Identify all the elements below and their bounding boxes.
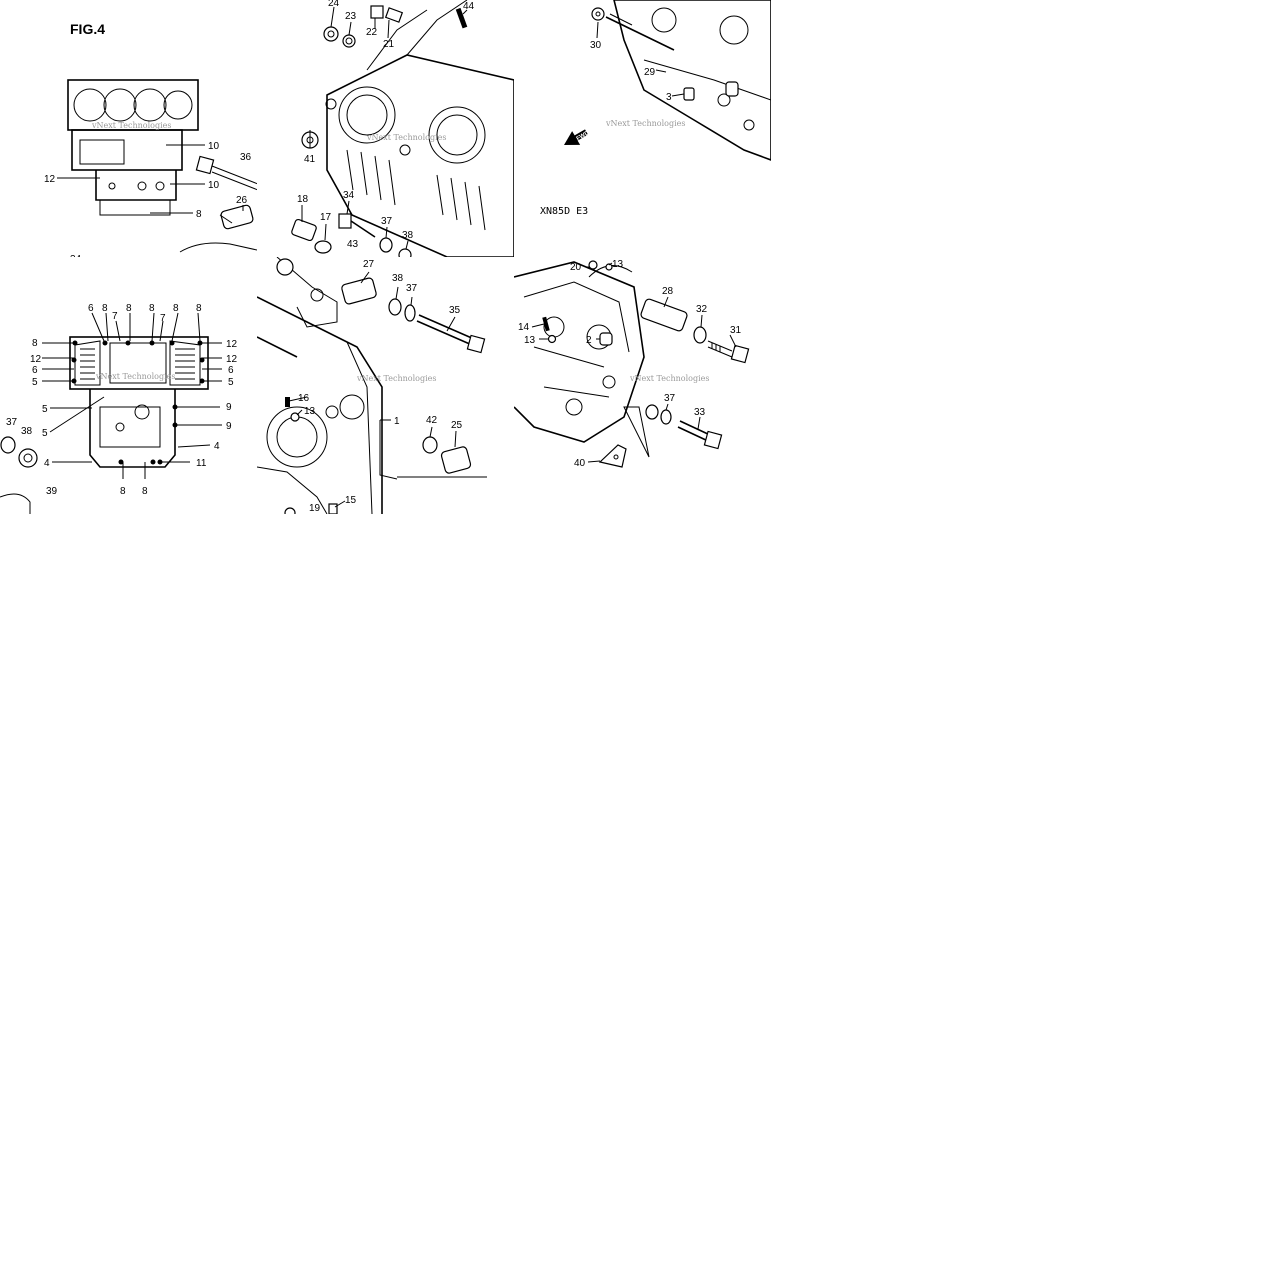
- callout-19: 19: [309, 503, 321, 514]
- callout-9: 9: [226, 402, 232, 413]
- upper-crankcase-drawing: vNext Technologies 24 23 22 21 44 41 18 …: [291, 0, 514, 257]
- callout-37: 37: [6, 417, 18, 428]
- callout-5: 5: [42, 404, 48, 415]
- callout-7: 7: [112, 311, 118, 322]
- callout-8: 8: [102, 303, 108, 314]
- callout-8: 8: [196, 303, 202, 314]
- callout-6: 6: [88, 303, 94, 314]
- callout-13: 13: [524, 335, 536, 346]
- callout-6: 6: [228, 365, 234, 376]
- callout-8: 8: [196, 209, 202, 220]
- callout-34: 34: [70, 254, 82, 257]
- callout-5: 5: [42, 428, 48, 439]
- lower-crankcase-rear-drawing: FWD vNext Technologies XN85D E3 30 29 3: [540, 0, 771, 217]
- callout-40: 40: [574, 458, 586, 469]
- callout-36: 36: [240, 152, 252, 163]
- callout-5: 5: [228, 377, 234, 388]
- watermark-text: vNext Technologies: [356, 374, 436, 383]
- diagram-panel-lower-crankcase-rear: FWD vNext Technologies XN85D E3 30 29 3: [514, 0, 771, 257]
- callout-22: 22: [366, 27, 378, 38]
- watermark-text: vNext Technologies: [605, 119, 685, 128]
- callout-38: 38: [392, 273, 404, 284]
- callout-8: 8: [32, 338, 38, 349]
- callout-38: 38: [402, 230, 414, 241]
- figure-title: FIG.4: [70, 21, 105, 37]
- callout-2: 2: [586, 335, 592, 346]
- callout-5: 5: [32, 377, 38, 388]
- callout-12: 12: [226, 339, 238, 350]
- callout-12: 12: [30, 354, 42, 365]
- callout-6: 6: [32, 365, 38, 376]
- callout-25: 25: [451, 420, 463, 431]
- callout-8: 8: [173, 303, 179, 314]
- diagram-code: XN85D E3: [540, 206, 588, 217]
- crankcase-bolt-layout-drawing: vNext Technologies 6 8 7 8 8 7 8 8 8 12 …: [0, 303, 238, 514]
- callout-26: 26: [236, 195, 248, 206]
- watermark-text: vNext Technologies: [91, 121, 171, 130]
- callout-20: 20: [570, 262, 582, 273]
- callout-37: 37: [664, 393, 676, 404]
- diagram-panel-lower-crankcase-front: vNext Technologies 20 13 28 32 31 14 13 …: [514, 257, 771, 514]
- watermark-text: vNext Technologies: [629, 374, 709, 383]
- watermark-text: vNext Technologies: [95, 372, 175, 381]
- callout-17: 17: [320, 212, 332, 223]
- callout-18: 18: [297, 194, 309, 205]
- callout-3: 3: [666, 92, 672, 103]
- callout-16: 16: [298, 393, 310, 404]
- callout-12: 12: [44, 174, 56, 185]
- callout-37: 37: [381, 216, 393, 227]
- callout-24: 24: [328, 0, 340, 9]
- diagram-panel-crankcase-side: vNext Technologies 27 38 37 35 16 13 1 4…: [257, 257, 514, 514]
- callout-13: 13: [304, 406, 316, 417]
- callout-39: 39: [46, 486, 58, 497]
- front-direction-arrow-icon: FWD: [564, 129, 591, 145]
- crankcase-side-drawing: vNext Technologies 27 38 37 35 16 13 1 4…: [257, 257, 487, 514]
- callout-11: 11: [196, 458, 207, 469]
- callout-38: 38: [21, 426, 33, 437]
- callout-8: 8: [120, 486, 126, 497]
- callout-31: 31: [730, 325, 742, 336]
- diagram-panel-upper-crankcase: vNext Technologies 24 23 22 21 44 41 18 …: [257, 0, 514, 257]
- callout-13: 13: [612, 259, 624, 270]
- callout-41: 41: [304, 154, 316, 165]
- callout-4: 4: [214, 441, 220, 452]
- callout-12: 12: [226, 354, 238, 365]
- callout-4: 4: [44, 458, 50, 469]
- crankcase-overview-drawing: FIG.4 vNext: [44, 21, 257, 257]
- callout-35: 35: [449, 305, 461, 316]
- callout-15: 15: [345, 495, 357, 506]
- watermark-text: vNext Technologies: [366, 133, 446, 142]
- callout-32: 32: [696, 304, 708, 315]
- callout-44: 44: [463, 1, 475, 12]
- callout-34: 34: [343, 190, 355, 201]
- diagram-panel-crankcase-bolts: vNext Technologies 6 8 7 8 8 7 8 8 8 12 …: [0, 257, 257, 514]
- callout-14: 14: [518, 322, 530, 333]
- callout-27: 27: [363, 259, 375, 270]
- callout-10: 10: [208, 141, 220, 152]
- callout-23: 23: [345, 11, 357, 22]
- callout-1: 1: [394, 416, 400, 427]
- callout-33: 33: [694, 407, 706, 418]
- callout-7: 7: [160, 313, 166, 324]
- callout-8: 8: [126, 303, 132, 314]
- callout-43: 43: [347, 239, 359, 250]
- callout-42: 42: [426, 415, 438, 426]
- callout-10: 10: [208, 180, 220, 191]
- callout-8: 8: [149, 303, 155, 314]
- callout-9: 9: [226, 421, 232, 432]
- callout-8: 8: [142, 486, 148, 497]
- callout-21: 21: [383, 39, 395, 50]
- callout-30: 30: [590, 40, 602, 51]
- callout-29: 29: [644, 67, 656, 78]
- callout-28: 28: [662, 286, 674, 297]
- diagram-panel-crankcase-overview: FIG.4 vNext: [0, 0, 257, 257]
- callout-37: 37: [406, 283, 418, 294]
- fwd-label: FWD: [576, 130, 591, 142]
- lower-crankcase-front-drawing: vNext Technologies 20 13 28 32 31 14 13 …: [514, 259, 750, 469]
